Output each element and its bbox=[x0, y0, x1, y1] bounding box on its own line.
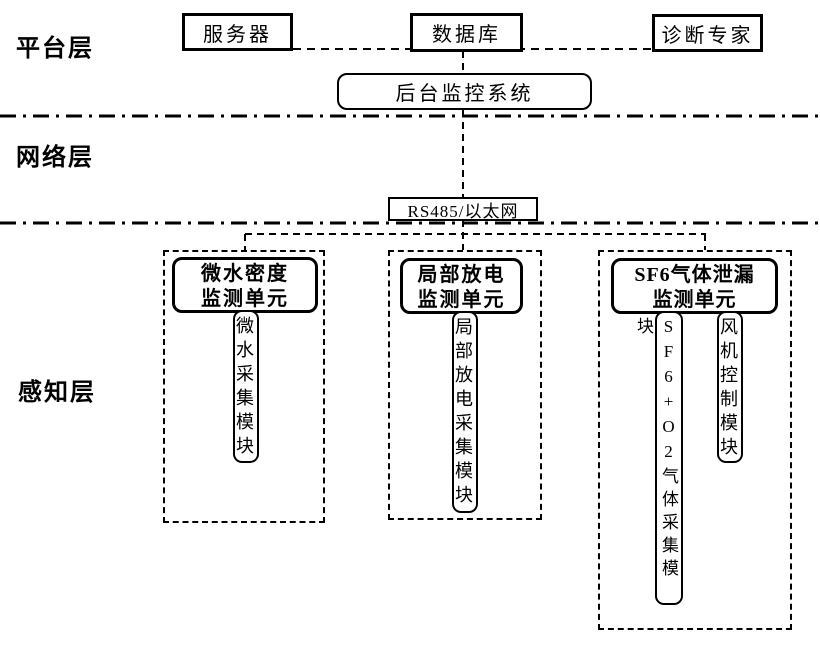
backend-monitor-box: 后台监控系统 bbox=[337, 73, 592, 110]
unit-microwater-title-line1: 微水密度 bbox=[201, 263, 289, 285]
unit-partial-discharge-title-line1: 局部放电 bbox=[417, 264, 506, 286]
unit-partial-discharge-title: 局部放电 监测单元 bbox=[400, 258, 523, 314]
module-fan-control: 风机控制模块 bbox=[717, 311, 743, 463]
unit-sf6-leak-title-line1: SF6气体泄漏 bbox=[634, 264, 755, 286]
database-box: 数据库 bbox=[410, 13, 523, 52]
diagnosis-expert-box: 诊断专家 bbox=[652, 14, 763, 52]
bus-box: RS485/以太网 bbox=[388, 197, 538, 221]
layer-label-perception: 感知层 bbox=[18, 380, 96, 406]
server-box: 服务器 bbox=[182, 13, 293, 51]
unit-microwater-title: 微水密度 监测单元 bbox=[172, 257, 318, 313]
module-sf6-o2-gas-acquisition: SF6+O2气体采集模块 bbox=[634, 311, 683, 605]
unit-sf6-leak-title: SF6气体泄漏 监测单元 bbox=[611, 258, 778, 314]
layer-label-platform: 平台层 bbox=[16, 36, 94, 62]
module-partial-discharge-acquisition: 局部放电采集模块 bbox=[452, 311, 478, 513]
layer-label-network: 网络层 bbox=[16, 145, 94, 171]
unit-partial-discharge-title-line2: 监测单元 bbox=[417, 289, 506, 311]
unit-microwater-title-line2: 监测单元 bbox=[201, 288, 289, 310]
unit-sf6-leak-title-line2: 监测单元 bbox=[652, 289, 737, 311]
module-microwater-acquisition: 微水采集模块 bbox=[233, 310, 259, 463]
